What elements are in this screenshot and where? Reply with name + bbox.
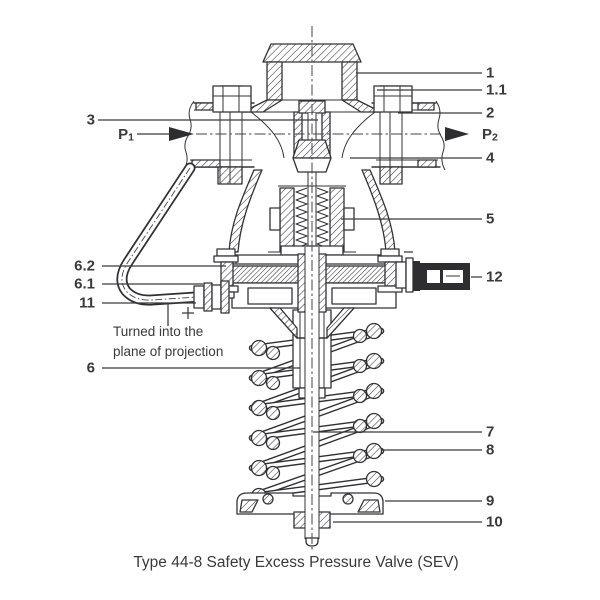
spring-plate — [236, 490, 384, 547]
callout-6: 6 — [87, 360, 95, 377]
callout-6-1: 6.1 — [74, 276, 95, 293]
control-line-tube — [116, 162, 203, 319]
callout-labels: 1 1.1 2 4 5 12 7 8 9 10 3 6.2 6.1 11 6 — [74, 65, 507, 531]
gland-stack — [193, 280, 230, 314]
callout-8: 8 — [486, 442, 494, 459]
p1-arrow-icon — [169, 127, 194, 141]
callout-6-2: 6.2 — [74, 258, 95, 275]
restriction-fitting — [395, 251, 470, 293]
spring-wire-sections — [250, 322, 383, 505]
flow-arrows: P1 P2 — [118, 126, 498, 144]
callout-7: 7 — [486, 424, 494, 441]
case-bolt-right — [377, 248, 403, 293]
callout-10: 10 — [486, 514, 503, 531]
centerlines — [196, 26, 442, 550]
callout-2: 2 — [486, 105, 494, 122]
callout-1-1: 1.1 — [486, 82, 507, 99]
inner-spring — [295, 187, 329, 253]
callout-1: 1 — [486, 65, 494, 82]
figure-caption: Type 44-8 Safety Excess Pressure Valve (… — [133, 554, 458, 571]
note-line-2: plane of projection — [113, 344, 223, 359]
callout-3: 3 — [87, 112, 95, 129]
callout-4: 4 — [486, 150, 495, 167]
callout-9: 9 — [486, 493, 494, 510]
flow-label-p2: P2 — [482, 126, 498, 144]
flow-label-p1: P1 — [118, 126, 134, 144]
callout-leaders — [98, 72, 482, 523]
plus-mark — [182, 307, 194, 319]
p2-arrow-icon — [445, 127, 469, 141]
actuator-case — [193, 245, 470, 339]
callout-5: 5 — [486, 211, 494, 228]
note-line-1: Turned into the — [113, 324, 203, 339]
callout-11: 11 — [79, 295, 95, 312]
callout-12: 12 — [486, 269, 503, 286]
projection-note: Turned into the plane of projection — [113, 324, 223, 359]
